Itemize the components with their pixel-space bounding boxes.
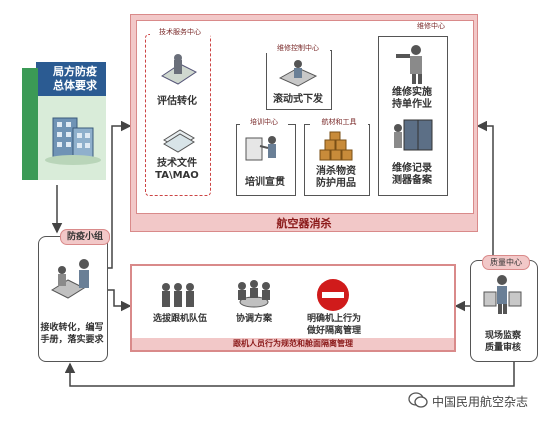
defense-group-text-line1: 接收转化，编写	[40, 323, 104, 333]
engineer-icon	[278, 60, 318, 87]
control-center-label: 维修控制中心	[266, 44, 330, 53]
tech-item2-line1: 技术文件	[157, 158, 197, 169]
maint-item1-line2: 持单作业	[392, 99, 432, 110]
bottom-item2-label: 协调方案	[235, 314, 272, 324]
supplies-boxes-icon	[319, 131, 353, 161]
hq-title-band	[36, 62, 106, 96]
hq-left-bar	[22, 68, 38, 180]
materials-item-line2: 防护用品	[316, 178, 356, 189]
maint-center-label: 维修中心	[408, 22, 454, 31]
meeting-icon	[238, 280, 270, 308]
maint-item2-line1: 维修记录	[392, 163, 432, 174]
wechat-logo-icon	[408, 392, 428, 408]
documents-icon	[163, 129, 195, 153]
watermark-text: 中国民用航空杂志	[432, 395, 529, 409]
crew-team-icon	[162, 283, 194, 307]
maint-item2-line2: 测器备案	[392, 175, 432, 186]
maint-item1-line1: 维修实施	[392, 87, 432, 98]
trainer-icon	[245, 136, 276, 161]
bottom-caption-band	[132, 338, 454, 350]
materials-item-line1: 消杀物资	[316, 166, 356, 177]
no-entry-icon	[317, 279, 349, 311]
staff-group-icon	[50, 259, 89, 299]
hq-block: 局方防疫总体要求	[18, 62, 108, 186]
bottom-caption: 跟机人员行为规范和舱面隔离管理	[233, 339, 353, 348]
training-center-label: 培训中心	[240, 118, 288, 127]
tablet-icon	[161, 54, 197, 85]
defense-group-text-line2: 手册，落实要求	[40, 335, 104, 345]
building-icon	[45, 117, 101, 165]
hq-title: 局方防疫总体要求	[53, 65, 97, 92]
quality-text-line2: 质量审核	[484, 343, 521, 353]
mechanic-icon	[396, 45, 422, 84]
bottom-panel	[130, 264, 456, 352]
inspector-icon	[483, 275, 522, 314]
defense-group-title: 防疫小组	[60, 229, 110, 245]
tech-item2-line2: TA\MAO	[155, 170, 199, 181]
tech-item1-label: 评估转化	[157, 96, 197, 107]
top-panel-title: 航空器消杀	[276, 217, 332, 230]
training-item-label: 培训宣贯	[245, 177, 285, 188]
tech-center-label: 技术服务中心	[150, 28, 210, 37]
quality-center-title: 质量中心	[482, 255, 530, 270]
bottom-item3-line1: 明确机上行为	[306, 314, 361, 324]
cabinet-icon	[394, 119, 433, 151]
materials-label: 航材和工具	[310, 118, 368, 127]
control-item-label: 滚动式下发	[273, 94, 323, 105]
quality-text-line1: 现场监察	[484, 331, 521, 341]
bottom-item1-label: 选拔跟机队伍	[152, 314, 207, 324]
bottom-item3-line2: 做好隔离管理	[306, 326, 361, 336]
